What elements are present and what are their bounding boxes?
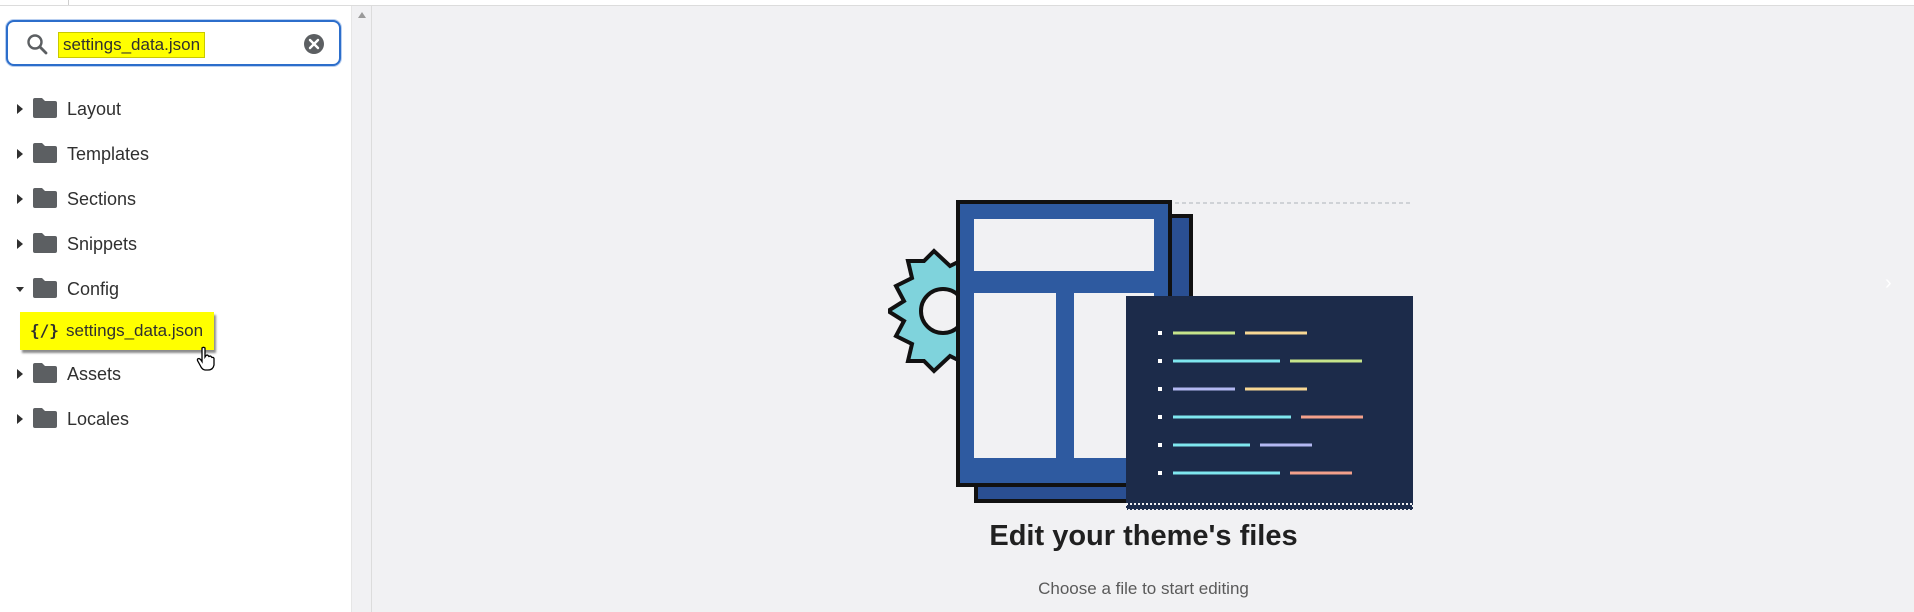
- empty-state-subtitle: Choose a file to start editing: [1038, 579, 1249, 598]
- caret-right-icon[interactable]: [13, 366, 27, 382]
- folder-locales[interactable]: Locales: [0, 399, 340, 439]
- code-file-icon: {/}: [30, 321, 59, 340]
- folder-icon: [33, 188, 57, 208]
- theme-files-illustration: [888, 200, 1413, 511]
- folder-sections[interactable]: Sections: [0, 179, 340, 219]
- clear-search-icon[interactable]: [302, 32, 326, 56]
- folder-icon: [33, 408, 57, 428]
- folder-templates[interactable]: Templates: [0, 134, 340, 174]
- folder-label: Templates: [67, 144, 150, 164]
- file-sidebar: settings_data.json Layout Templates Sect…: [0, 6, 351, 612]
- code-lines: [1158, 331, 1363, 475]
- empty-state-title: Edit your theme's files: [989, 520, 1298, 552]
- sidebar-scrollbar[interactable]: [351, 6, 372, 612]
- folder-icon: [33, 98, 57, 118]
- hand-pointer-icon: [196, 346, 215, 371]
- caret-right-icon[interactable]: [13, 191, 27, 207]
- folder-label: Locales: [67, 409, 130, 429]
- folder-config[interactable]: Config: [0, 269, 340, 309]
- folder-assets[interactable]: Assets: [0, 354, 340, 394]
- folder-layout[interactable]: Layout: [0, 89, 340, 129]
- scroll-up-arrow-icon[interactable]: [358, 12, 366, 18]
- file-settings-data-json[interactable]: {/} settings_data.json: [20, 312, 214, 350]
- folder-icon: [33, 278, 57, 298]
- folder-icon: [33, 363, 57, 383]
- search-icon: [27, 34, 48, 55]
- caret-right-icon[interactable]: [13, 101, 27, 117]
- folder-label: Assets: [67, 364, 122, 384]
- file-search-box[interactable]: settings_data.json: [6, 20, 341, 66]
- caret-right-icon[interactable]: [13, 146, 27, 162]
- chevron-right-icon[interactable]: ›: [1885, 272, 1892, 294]
- top-divider: [68, 0, 69, 5]
- caret-right-icon[interactable]: [13, 411, 27, 427]
- folder-icon: [33, 233, 57, 253]
- folder-label: Snippets: [67, 234, 138, 254]
- folder-label: Layout: [67, 99, 122, 119]
- folder-snippets[interactable]: Snippets: [0, 224, 340, 264]
- search-input[interactable]: settings_data.json: [58, 32, 206, 58]
- caret-right-icon[interactable]: [13, 236, 27, 252]
- folder-label: Sections: [67, 189, 137, 209]
- top-border: [0, 0, 1914, 6]
- caret-down-icon[interactable]: [13, 281, 27, 297]
- folder-icon: [33, 143, 57, 163]
- file-label: settings_data.json: [66, 321, 204, 340]
- editor-empty-state: Edit your theme's files Choose a file to…: [373, 6, 1914, 612]
- folder-label: Config: [67, 279, 120, 299]
